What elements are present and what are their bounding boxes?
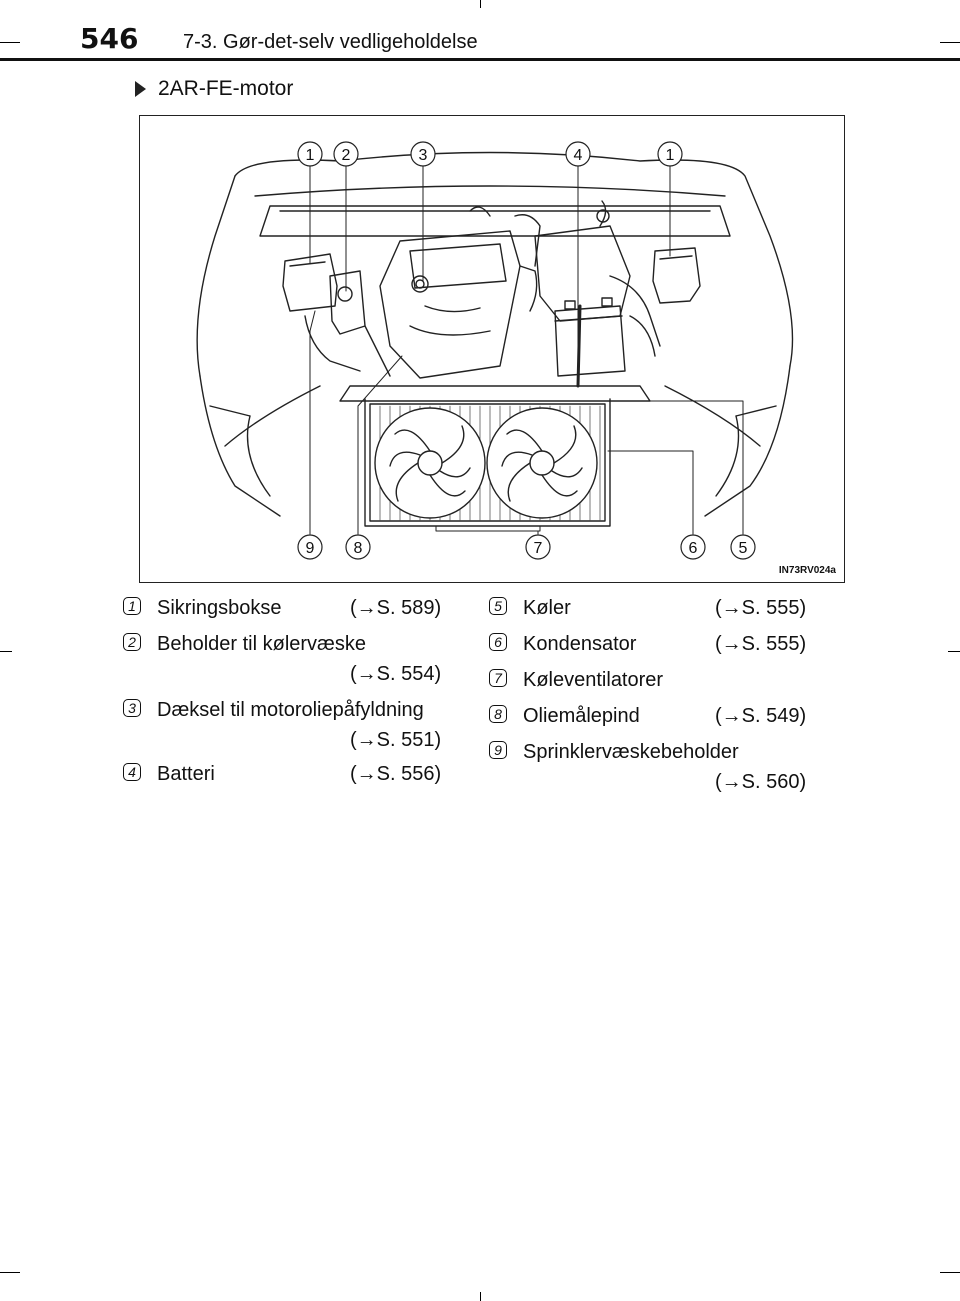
callout-label: 7 bbox=[534, 540, 543, 557]
item-number: 9 bbox=[489, 741, 507, 759]
page-reference: (→S. 549) bbox=[715, 705, 807, 727]
legend-left: 1 Sikringsbokse (→S. 589) 2 Beholder til… bbox=[123, 593, 467, 791]
item-number: 3 bbox=[123, 699, 141, 717]
list-item: 8 Oliemålepind (→S. 549) bbox=[489, 701, 823, 737]
item-number: 2 bbox=[123, 633, 141, 651]
list-item: 2 Beholder til kølervæske (→S. 554) bbox=[123, 629, 467, 695]
callout-label: 1 bbox=[306, 147, 315, 164]
crop-mark bbox=[480, 1292, 481, 1301]
item-number: 4 bbox=[123, 763, 141, 781]
item-label: Oliemålepind bbox=[523, 705, 640, 727]
item-number: 8 bbox=[489, 705, 507, 723]
page-reference: (→S. 589) bbox=[350, 597, 442, 619]
page-reference: (→S. 560) bbox=[715, 771, 807, 793]
triangle-bullet-icon bbox=[135, 81, 146, 97]
list-item: 1 Sikringsbokse (→S. 589) bbox=[123, 593, 467, 629]
engine-compartment-figure: 1 2 3 4 1 9 8 7 6 5 IN73RV024a bbox=[139, 115, 845, 583]
page-reference: (→S. 554) bbox=[350, 663, 442, 685]
callout-label: 5 bbox=[739, 540, 748, 557]
list-item: 9 Sprinklervæskebeholder (→S. 560) bbox=[489, 737, 823, 803]
section-title: 7-3. Gør-det-selv vedligeholdelse bbox=[183, 31, 478, 53]
callout-label: 6 bbox=[689, 540, 698, 557]
crop-mark bbox=[0, 42, 20, 43]
crop-mark bbox=[0, 1272, 20, 1273]
item-number: 7 bbox=[489, 669, 507, 687]
list-item: 6 Kondensator (→S. 555) bbox=[489, 629, 823, 665]
item-number: 6 bbox=[489, 633, 507, 651]
legend-right: 5 Køler (→S. 555) 6 Kondensator (→S. 555… bbox=[489, 593, 823, 803]
list-item: 5 Køler (→S. 555) bbox=[489, 593, 823, 629]
item-label: Sprinklervæskebeholder bbox=[523, 741, 739, 763]
page-reference: (→S. 551) bbox=[350, 729, 442, 751]
item-label: Køleventilatorer bbox=[523, 669, 664, 691]
item-label: Dæksel til motoroliepåfyldning bbox=[157, 699, 424, 721]
callout-label: 1 bbox=[666, 147, 675, 164]
crop-mark bbox=[940, 1272, 960, 1273]
page-reference: (→S. 555) bbox=[715, 597, 807, 619]
figure-code: IN73RV024a bbox=[778, 565, 836, 576]
crop-mark bbox=[948, 651, 960, 652]
item-number: 1 bbox=[123, 597, 141, 615]
list-item: 7 Køleventilatorer bbox=[489, 665, 823, 701]
callout-label: 8 bbox=[354, 540, 363, 557]
callout-label: 2 bbox=[342, 147, 351, 164]
item-label: Beholder til kølervæske bbox=[157, 633, 366, 655]
callout-label: 3 bbox=[419, 147, 428, 164]
page-reference: (→S. 555) bbox=[715, 633, 807, 655]
subsection-heading: 2AR-FE-motor bbox=[135, 77, 293, 101]
callout-label: 9 bbox=[306, 540, 315, 557]
item-label: Køler bbox=[523, 597, 571, 619]
page-reference: (→S. 556) bbox=[350, 763, 442, 785]
item-label: Sikringsbokse bbox=[157, 597, 282, 619]
list-item: 4 Batteri (→S. 556) bbox=[123, 759, 467, 791]
item-number: 5 bbox=[489, 597, 507, 615]
header-rule bbox=[0, 58, 960, 61]
list-item: 3 Dæksel til motoroliepåfyldning (→S. 55… bbox=[123, 695, 467, 759]
crop-mark bbox=[940, 42, 960, 43]
crop-mark bbox=[480, 0, 481, 8]
page-number: 546 bbox=[80, 22, 139, 55]
subsection-title: 2AR-FE-motor bbox=[158, 77, 294, 100]
crop-mark bbox=[0, 651, 12, 652]
item-label: Batteri bbox=[157, 763, 215, 785]
item-label: Kondensator bbox=[523, 633, 637, 655]
callout-label: 4 bbox=[574, 147, 583, 164]
engine-compartment-illustration: 1 2 3 4 1 9 8 7 6 5 bbox=[196, 141, 794, 560]
